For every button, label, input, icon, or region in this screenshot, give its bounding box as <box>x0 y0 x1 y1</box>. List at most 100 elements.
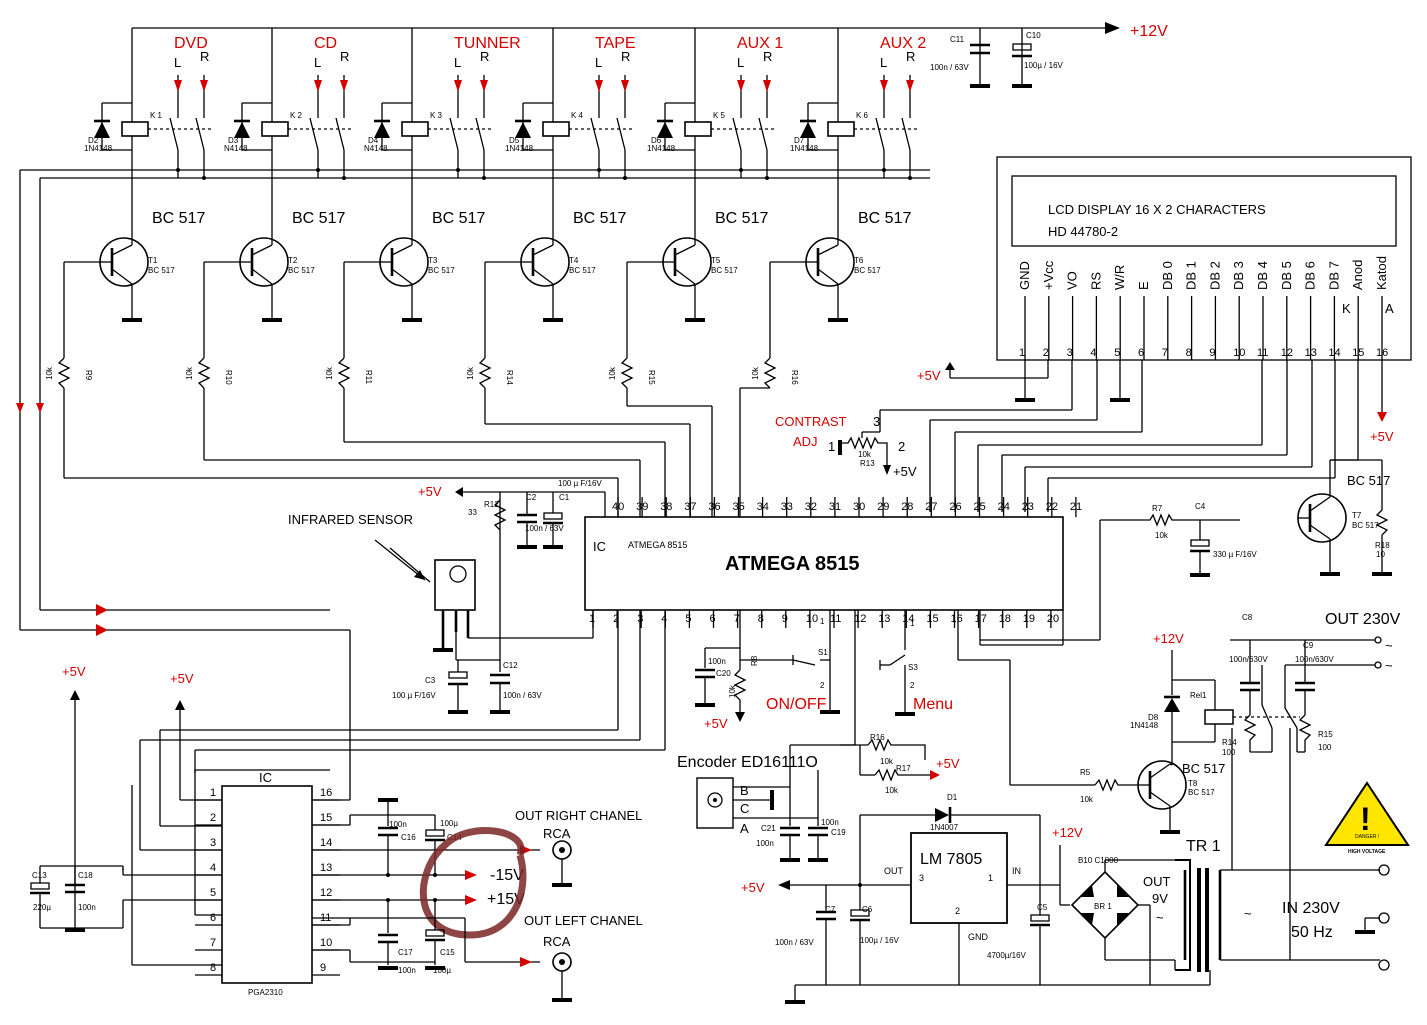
c21-label: C21 <box>761 824 776 833</box>
mcu-top-pin-16: 24 <box>998 501 1010 513</box>
transistor-type-5: BC 517 <box>858 210 911 227</box>
power-supply: LM 7805 3 1 2 OUT IN GND +5V D1 1N4007 C… <box>741 728 1390 1004</box>
c8-label: C8 <box>1242 613 1253 622</box>
label-r-5: R <box>906 49 915 64</box>
resistor-label-3: R14 <box>505 370 514 385</box>
c12-value: 100n / 63V <box>503 691 542 700</box>
mcu-top-pin-17: 23 <box>1022 501 1034 513</box>
input-name-5: AUX 2 <box>880 35 926 52</box>
t8-name: T8 <box>1188 779 1198 788</box>
transistor-name-5: T6 <box>854 256 864 265</box>
mcu-title: ATMEGA 8515 <box>725 553 859 575</box>
label-l-3: L <box>595 55 602 70</box>
d1-part: 1N4007 <box>930 823 959 832</box>
rail-12v-label: +12V <box>1130 23 1168 40</box>
lcd-pin-num-10: 11 <box>1257 347 1268 359</box>
lcd-pin-label-0: GND <box>1017 261 1032 290</box>
c8-value: 100n/630V <box>1229 655 1268 664</box>
s3-label: S3 <box>908 663 918 672</box>
relay-label-2: K 3 <box>430 111 443 120</box>
s3-pin2: 2 <box>910 681 915 690</box>
out-left-label: OUT LEFT CHANEL <box>524 913 643 928</box>
lcd-pin-label-3: RS <box>1088 272 1103 290</box>
relay-coil-5 <box>827 121 855 137</box>
pga-ic-label: IC <box>259 770 272 785</box>
transistor-type-2: BC 517 <box>432 210 485 227</box>
label-r-3: R <box>621 49 630 64</box>
resistor-2 <box>337 357 351 389</box>
d8-label: D8 <box>1148 713 1159 722</box>
mcu-part-label: ATMEGA 8515 <box>628 540 687 550</box>
diode-2 <box>374 122 390 138</box>
c11-label: C11 <box>950 35 965 44</box>
mcu-bottom-pin-12: 13 <box>878 613 890 625</box>
rca-right-label: RCA <box>543 826 571 841</box>
diode-label-0: D2 <box>88 136 99 145</box>
transistor-part-0: BC 517 <box>148 266 175 275</box>
lcd-pin-num-12: 13 <box>1305 347 1317 359</box>
transistor-part-1: BC 517 <box>288 266 315 275</box>
pga-left-pin-2: 3 <box>210 837 216 849</box>
transistor-part-5: BC 517 <box>854 266 881 275</box>
relay-label-4: K 5 <box>713 111 726 120</box>
mcu-bottom-pin-6: 7 <box>734 613 740 625</box>
warning-mark: ! <box>1360 801 1371 837</box>
resistor-value-1: 10k <box>185 366 194 380</box>
pga-right-pin-2: 14 <box>320 837 332 849</box>
c6-value: 100µ / 16V <box>860 936 900 945</box>
input-name-2: TUNNER <box>454 35 521 52</box>
c9-value: 100n/630V <box>1295 655 1334 664</box>
lcd-pin-label-1: +Vcc <box>1041 260 1056 290</box>
rca-outputs: OUT RIGHT CHANEL RCA OUT LEFT CHANEL RCA <box>515 808 643 1002</box>
transistor-type-3: BC 517 <box>573 210 626 227</box>
lcd-pin-num-13: 14 <box>1328 347 1340 359</box>
lcd-pin-num-3: 4 <box>1090 347 1096 359</box>
transistor-name-0: T1 <box>148 256 158 265</box>
mcu-bottom-pin-5: 6 <box>710 613 716 625</box>
reg-in: IN <box>1012 866 1021 876</box>
mcu-bottom-pin-9: 10 <box>806 613 818 625</box>
pga-5v-b: +5V <box>170 671 194 686</box>
relay-label-3: K 4 <box>571 111 584 120</box>
lcd-pin-label-14: Anod <box>1350 260 1365 290</box>
encoder-c: C <box>740 801 749 816</box>
r7-value: 10k <box>1155 531 1169 540</box>
lcd-pin-num-9: 10 <box>1233 347 1245 359</box>
tilde-out-2: ~ <box>1385 658 1393 673</box>
in-230v-label: IN 230V <box>1282 900 1340 917</box>
c21-value: 100n <box>756 839 774 848</box>
r13-value: 10k <box>858 450 872 459</box>
lcd-5v-label: +5V <box>917 368 941 383</box>
lcd-pin-label-6: DB 0 <box>1160 261 1175 290</box>
diode-4 <box>657 122 673 138</box>
contrast-pot: CONTRAST ADJ 3 1 2 +5V 10k R13 <box>775 410 917 479</box>
mcu-top-pin-0: 40 <box>612 501 624 513</box>
pga-right-pin-0: 16 <box>320 787 332 799</box>
rel-label: Rel1 <box>1190 691 1207 700</box>
mcu-top-pin-10: 30 <box>853 501 865 513</box>
c20-value: 100n <box>708 657 726 666</box>
hz-label: 50 Hz <box>1291 924 1333 941</box>
mcu-bottom-pin-8: 9 <box>782 613 788 625</box>
lcd-pin-label-9: DB 3 <box>1231 261 1246 290</box>
lcd-pin-num-5: 6 <box>1138 347 1144 359</box>
resistor-value-3: 10k <box>466 366 475 380</box>
resistor-3 <box>478 357 492 389</box>
t8-type: BC 517 <box>1182 761 1225 776</box>
mcu-top-pin-15: 25 <box>974 501 986 513</box>
c16-value: 100n <box>389 820 407 829</box>
c19-label: C19 <box>831 828 846 837</box>
c7-label: C7 <box>825 905 836 914</box>
encoder-a: A <box>740 821 749 836</box>
diode-part-0: 1N4148 <box>84 144 113 153</box>
diode-part-2: N4148 <box>364 144 388 153</box>
warning-text-2: HIGH VOLTAGE <box>1348 849 1386 855</box>
c16-label: C16 <box>401 833 416 842</box>
resistor-label-1: R10 <box>224 370 233 385</box>
mcu-top-pin-5: 35 <box>733 501 745 513</box>
r16b-label: R16 <box>870 733 885 742</box>
r14b-label: R14 <box>1222 738 1237 747</box>
